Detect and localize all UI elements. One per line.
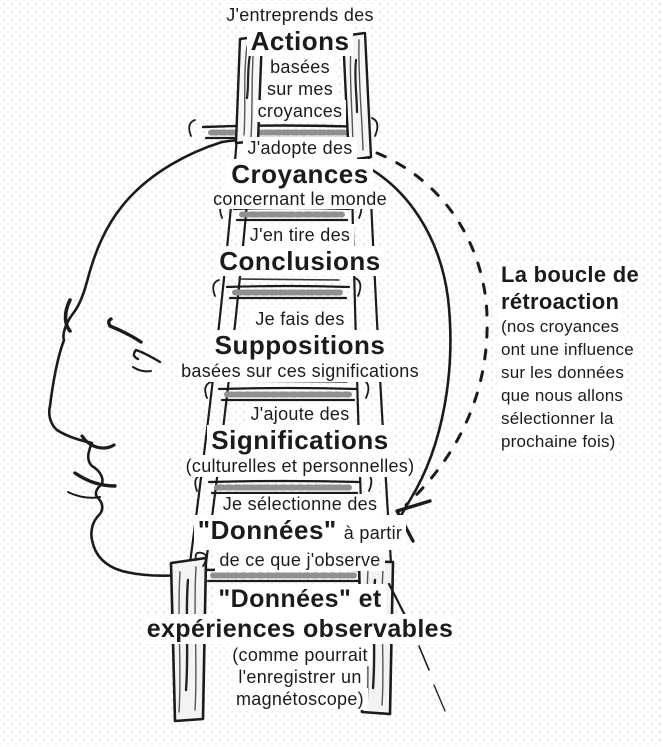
base-title-text: "Données" et: [214, 584, 386, 614]
level-title-text: Conclusions: [215, 246, 385, 276]
feedback-loop-arrow: [375, 151, 489, 543]
feedback-body-text: sélectionner la: [499, 407, 616, 430]
level-sub-text: croyances: [253, 100, 347, 122]
level-title-text: Actions: [246, 26, 354, 56]
base-sub-text: magnétoscope): [232, 688, 368, 710]
feedback-body-text: prochaine fois): [499, 430, 618, 453]
ladder-level-actions: J'entreprends des Actions basées sur mes…: [113, 4, 487, 122]
feedback-body-text: ont une influence: [499, 338, 636, 361]
level-intro-text: Je fais des: [251, 308, 349, 330]
level-title-text: "Données": [197, 515, 337, 545]
level-title-suffix: à partir: [343, 523, 403, 543]
ladder-level-significations: J'ajoute des Significations (culturelles…: [113, 403, 487, 477]
feedback-title-text: La boucle de: [499, 261, 642, 288]
feedback-title-text: rétroaction: [499, 288, 622, 315]
feedback-body-text: (nos croyances: [499, 315, 622, 338]
level-sub-text: concernant le monde: [209, 189, 391, 209]
ladder-level-conclusions: J'en tire des Conclusions: [113, 224, 487, 276]
level-title-text: Croyances: [227, 159, 373, 189]
level-sub-text: de ce que j'observe: [215, 550, 385, 571]
ladder-drawing: [169, 31, 395, 723]
ladder-rung: [204, 379, 370, 402]
base-sub-text: l'enregistrer un: [234, 666, 366, 688]
level-sub-text: basées sur ces significations: [177, 360, 423, 382]
level-title-text: Significations: [207, 425, 393, 455]
level-title-row: "Données" à partir: [193, 515, 407, 550]
level-intro-text: J'ajoute des: [246, 403, 354, 425]
ladder-level-donnees: Je sélectionne des "Données" à partir de …: [113, 494, 487, 571]
ladder-base-caption: "Données" et expériences observables (co…: [110, 584, 490, 710]
level-intro-text: J'entreprends des: [222, 4, 378, 26]
level-intro-text: J'en tire des: [245, 224, 355, 246]
level-sub-text: basées: [266, 56, 334, 78]
level-sub-text: sur mes: [262, 78, 338, 100]
level-intro-text: Je sélectionne des: [218, 494, 382, 515]
base-sub-text: (comme pourrait: [228, 644, 372, 666]
feedback-loop-label: La boucle de rétroaction (nos croyances …: [499, 261, 663, 453]
ladder-level-croyances: J'adopte des Croyances concernant le mon…: [113, 137, 487, 209]
ladder-level-suppositions: Je fais des Suppositions basées sur ces …: [113, 308, 487, 382]
ladder-top-post-right: [341, 31, 373, 162]
feedback-body-text: sur les données: [499, 361, 627, 384]
ladder-rung: [212, 277, 362, 300]
feedback-body-text: que nous allons: [499, 384, 626, 407]
base-title-text: expériences observables: [142, 614, 458, 644]
level-intro-text: J'adopte des: [243, 137, 357, 159]
level-title-text: Suppositions: [210, 330, 390, 360]
level-sub-text: (culturelles et personnelles): [181, 455, 419, 477]
